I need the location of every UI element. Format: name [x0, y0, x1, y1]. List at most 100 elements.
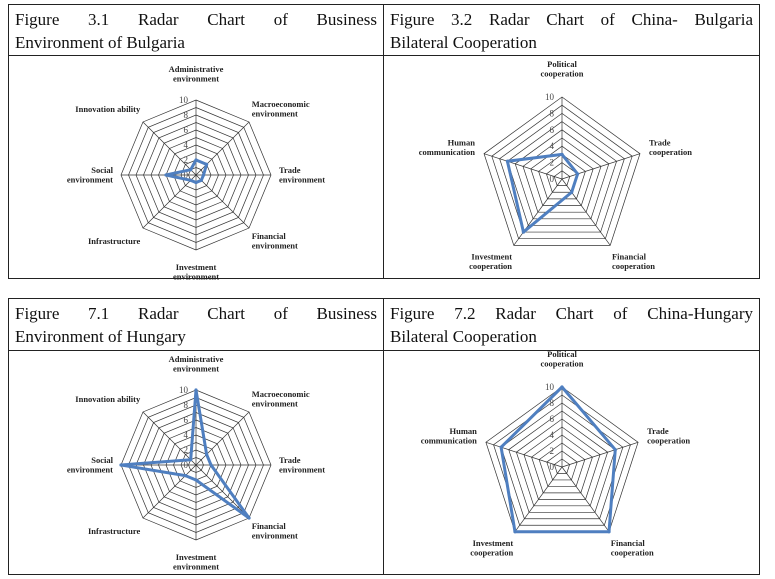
series-line: [505, 152, 580, 234]
category-label-line: Macroeconomic: [252, 99, 310, 109]
column-divider: [383, 299, 384, 574]
axis-spoke: [561, 466, 610, 532]
tick-label: 10: [545, 382, 555, 392]
figure-table-bottom: Figure 7.1 Radar Chart of Business Envir…: [8, 298, 760, 575]
category-label-line: Investment: [473, 538, 514, 548]
category-label-line: Infrastructure: [88, 526, 140, 536]
category-label-line: Political: [547, 59, 577, 69]
category-label-infrastructure: Infrastructure: [88, 526, 140, 536]
tick-label: 2: [550, 158, 555, 168]
data-point: [194, 388, 198, 392]
category-label-line: Investment: [471, 252, 512, 262]
data-point: [194, 478, 198, 482]
axis-spoke: [561, 178, 611, 246]
category-label-line: Human: [448, 137, 476, 147]
category-label-line: cooperation: [649, 147, 692, 157]
category-label-line: Administrative: [169, 354, 224, 364]
grid-ring: [491, 104, 633, 240]
data-point: [201, 173, 206, 177]
tick-label: 2: [184, 155, 189, 165]
grid-ring: [500, 402, 624, 520]
caption-figure-3-2: Figure 3.2 Radar Chart of China- Bulgari…: [384, 5, 759, 55]
category-label-line: Trade: [647, 426, 669, 436]
category-label-line: Innovation ability: [75, 394, 141, 404]
data-point: [505, 159, 510, 163]
data-point: [189, 168, 193, 172]
grid-ring: [515, 418, 609, 507]
data-point: [164, 173, 168, 177]
axis-spoke: [195, 174, 250, 229]
grid-ring: [546, 450, 578, 481]
tick-label: 4: [184, 430, 189, 440]
data-point: [194, 158, 198, 162]
caption-figure-7-1: Figure 7.1 Radar Chart of Business Envir…: [9, 299, 383, 350]
figure-table-top: Figure 3.1 Radar Chart of Business Envir…: [8, 4, 760, 282]
tick-label: 6: [184, 125, 189, 135]
category-label-line: environment: [252, 240, 298, 250]
axis-spoke: [142, 411, 197, 466]
caption-line-2: Environment of Bulgaria: [15, 33, 185, 52]
category-label-line: environment: [67, 465, 113, 475]
axis-spoke: [142, 174, 197, 229]
category-label-line: environment: [279, 465, 325, 475]
tick-label: 2: [550, 446, 555, 456]
category-label-line: communication: [419, 147, 475, 157]
axis-spoke: [142, 464, 197, 519]
data-point: [189, 178, 193, 182]
category-label-line: Innovation ability: [75, 104, 141, 114]
tick-label: 8: [550, 398, 555, 408]
category-label-line: Human: [449, 426, 477, 436]
tick-label: 4: [184, 140, 189, 150]
tick-label: 10: [179, 95, 189, 105]
axis-spoke: [561, 441, 639, 468]
data-point: [199, 178, 203, 182]
data-point: [560, 385, 564, 389]
axis-spoke: [195, 464, 250, 519]
tick-label: 4: [550, 141, 555, 151]
data-point: [247, 516, 251, 520]
tick-label: 6: [184, 415, 189, 425]
category-label-line: Financial: [252, 521, 287, 531]
category-label-line: Macroeconomic: [252, 389, 310, 399]
category-label-line: Financial: [252, 231, 287, 241]
axis-spoke: [195, 411, 250, 466]
grid-ring: [538, 442, 586, 487]
category-label-line: environment: [279, 175, 325, 185]
caption-line-1: Figure 3.2 Radar Chart of China- Bulgari…: [390, 10, 753, 29]
category-label-line: cooperation: [541, 69, 584, 79]
column-divider: [383, 5, 384, 278]
caption-line-1: Figure 7.2 Radar Chart of China-Hungary: [390, 304, 753, 323]
grid-ring: [530, 145, 594, 206]
data-point: [205, 162, 209, 166]
data-point: [613, 448, 617, 452]
category-label-line: cooperation: [541, 359, 584, 369]
data-point: [560, 152, 564, 156]
axis-spoke: [513, 178, 563, 246]
data-point: [521, 230, 526, 234]
data-point: [205, 452, 209, 456]
category-label-innovation-ability: Innovation ability: [75, 394, 141, 404]
category-label-line: Administrative: [169, 64, 224, 74]
tick-label: 8: [550, 108, 555, 118]
data-point: [607, 530, 611, 534]
tick-label: 8: [184, 400, 189, 410]
data-point: [119, 463, 123, 467]
category-label-line: Investment: [176, 262, 217, 272]
tick-label: 0: [184, 170, 189, 180]
category-label-line: Political: [547, 349, 577, 359]
category-label-line: Trade: [649, 137, 671, 147]
